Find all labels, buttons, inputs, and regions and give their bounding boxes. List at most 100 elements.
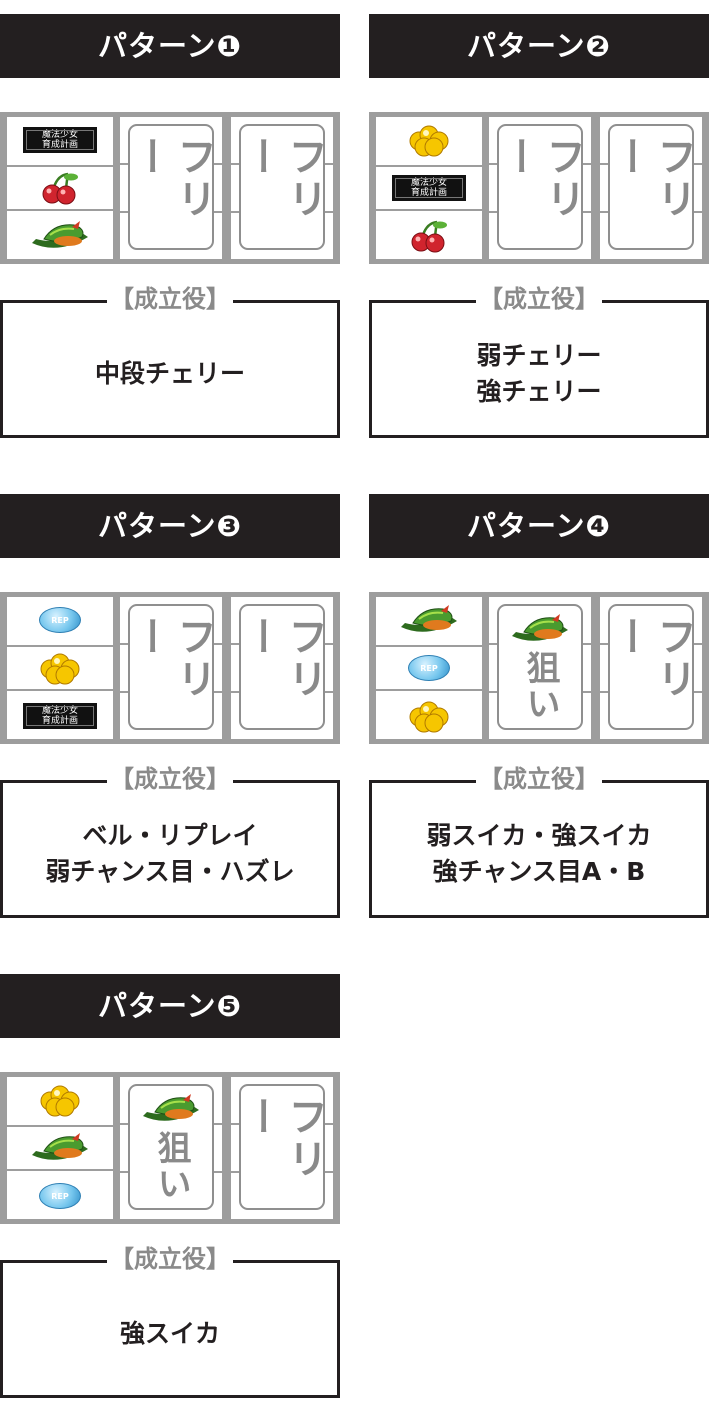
center-reel: フリー <box>489 117 591 259</box>
reel-cell-bottom <box>376 213 482 259</box>
result-box: 【成立役】 弱スイカ・強スイカ 強チャンス目A・B <box>369 763 709 918</box>
left-reel: REP <box>7 1077 113 1219</box>
free-plate: フリー <box>608 124 694 250</box>
free-label: フリー <box>608 616 694 700</box>
left-reel: 魔法少女育成計画 <box>376 117 482 259</box>
logo-text: 育成計画 <box>41 716 78 726</box>
free-label: フリー <box>239 616 325 700</box>
reel-cell-top: REP <box>7 597 113 643</box>
reel-window: REP 狙い フリー <box>0 1072 340 1224</box>
aim-plate: 狙い <box>128 1084 214 1210</box>
center-reel: フリー <box>120 597 222 739</box>
aim-label: 狙い <box>520 650 560 722</box>
result-box: 【成立役】 中段チェリー <box>0 283 340 438</box>
logo-text: 魔法少女 <box>41 706 78 716</box>
watermelon-icon <box>143 1094 199 1121</box>
free-plate: フリー <box>497 124 583 250</box>
pattern-title: パターン❷ <box>369 14 709 78</box>
reel-cell-top: 魔法少女育成計画 <box>7 117 113 163</box>
pattern-title: パターン❹ <box>369 494 709 558</box>
pattern-3: パターン❸ REP 魔法少女育成計画 フリー フリー 【成立役】 ベル・リプレイ… <box>0 480 340 920</box>
reel-cell-bottom <box>7 213 113 259</box>
result-label: 【成立役】 <box>107 1243 233 1275</box>
reel-cell-top <box>376 117 482 163</box>
aim-plate: 狙い <box>497 604 583 730</box>
cherry-icon <box>411 220 447 253</box>
left-reel: 魔法少女育成計画 <box>7 117 113 259</box>
free-plate: フリー <box>239 124 325 250</box>
watermelon-icon <box>512 614 568 641</box>
center-reel: 狙い <box>489 597 591 739</box>
left-reel: REP 魔法少女育成計画 <box>7 597 113 739</box>
bell-icon <box>409 125 449 157</box>
result-line: 弱チェリー <box>476 341 602 370</box>
reel-cell-middle: 魔法少女育成計画 <box>376 165 482 211</box>
watermelon-icon <box>32 1133 88 1160</box>
reel-cell-bottom <box>376 693 482 739</box>
free-label: フリー <box>239 136 325 220</box>
result-label: 【成立役】 <box>107 283 233 315</box>
reel-cell-middle <box>7 165 113 211</box>
pattern-4: パターン❹ REP 狙い フリー 【成立役】 弱スイカ・強スイカ 強チャンス目A… <box>369 480 709 920</box>
pattern-title: パターン❶ <box>0 14 340 78</box>
replay-icon: REP <box>39 607 81 633</box>
pattern-title: パターン❺ <box>0 974 340 1038</box>
pattern-1: パターン❶ 魔法少女育成計画 フリー フリー 【成立役】 中段チェリー <box>0 0 340 440</box>
reel-window: REP 狙い フリー <box>369 592 709 744</box>
pattern-title: パターン❸ <box>0 494 340 558</box>
result-line: 中段チェリー <box>94 359 245 388</box>
watermelon-icon <box>401 605 457 632</box>
reel-cell-middle: REP <box>376 645 482 691</box>
free-label: フリー <box>497 136 583 220</box>
watermelon-icon <box>32 221 88 248</box>
reel-cell-top <box>376 597 482 643</box>
reel-cell-bottom: REP <box>7 1173 113 1219</box>
replay-icon: REP <box>408 655 450 681</box>
free-plate: フリー <box>128 124 214 250</box>
pattern-2: パターン❷ 魔法少女育成計画 フリー フリー 【成立役】 弱チェリー 強チェリー <box>369 0 709 440</box>
right-reel: フリー <box>231 1077 333 1219</box>
logo-symbol: 魔法少女育成計画 <box>23 127 97 153</box>
reel-cell-middle <box>7 645 113 691</box>
result-label: 【成立役】 <box>476 763 602 795</box>
logo-text: 魔法少女 <box>410 178 447 188</box>
reel-cell-bottom: 魔法少女育成計画 <box>7 693 113 739</box>
free-plate: フリー <box>239 604 325 730</box>
result-box: 【成立役】 ベル・リプレイ 弱チャンス目・ハズレ <box>0 763 340 918</box>
right-reel: フリー <box>600 597 702 739</box>
result-line: 弱スイカ・強スイカ <box>426 821 652 850</box>
logo-text: 育成計画 <box>410 188 447 198</box>
bell-icon <box>40 1085 80 1117</box>
reel-window: 魔法少女育成計画 フリー フリー <box>369 112 709 264</box>
result-text: 弱チェリー 強チェリー <box>372 313 706 435</box>
logo-text: 魔法少女 <box>41 130 78 140</box>
result-line: 強スイカ <box>119 1319 220 1348</box>
free-plate: フリー <box>239 1084 325 1210</box>
result-line: 強チャンス目A・B <box>432 857 646 886</box>
result-label: 【成立役】 <box>107 763 233 795</box>
right-reel: フリー <box>231 117 333 259</box>
pattern-5: パターン❺ REP 狙い フリー 【成立役】 強スイカ <box>0 960 340 1400</box>
logo-text: 育成計画 <box>41 140 78 150</box>
left-reel: REP <box>376 597 482 739</box>
result-label: 【成立役】 <box>476 283 602 315</box>
result-text: 弱スイカ・強スイカ 強チャンス目A・B <box>372 793 706 915</box>
free-label: フリー <box>128 616 214 700</box>
result-text: ベル・リプレイ 弱チャンス目・ハズレ <box>3 793 337 915</box>
result-box: 【成立役】 強スイカ <box>0 1243 340 1398</box>
cherry-icon <box>42 172 78 205</box>
right-reel: フリー <box>231 597 333 739</box>
result-line: 強チェリー <box>476 377 602 406</box>
reel-cell-top <box>7 1077 113 1123</box>
result-text: 強スイカ <box>3 1273 337 1395</box>
free-plate: フリー <box>128 604 214 730</box>
reel-cell-middle <box>7 1125 113 1171</box>
logo-symbol: 魔法少女育成計画 <box>23 703 97 729</box>
center-reel: 狙い <box>120 1077 222 1219</box>
free-plate: フリー <box>608 604 694 730</box>
reel-window: 魔法少女育成計画 フリー フリー <box>0 112 340 264</box>
logo-symbol: 魔法少女育成計画 <box>392 175 466 201</box>
result-box: 【成立役】 弱チェリー 強チェリー <box>369 283 709 438</box>
right-reel: フリー <box>600 117 702 259</box>
aim-label: 狙い <box>151 1130 191 1202</box>
